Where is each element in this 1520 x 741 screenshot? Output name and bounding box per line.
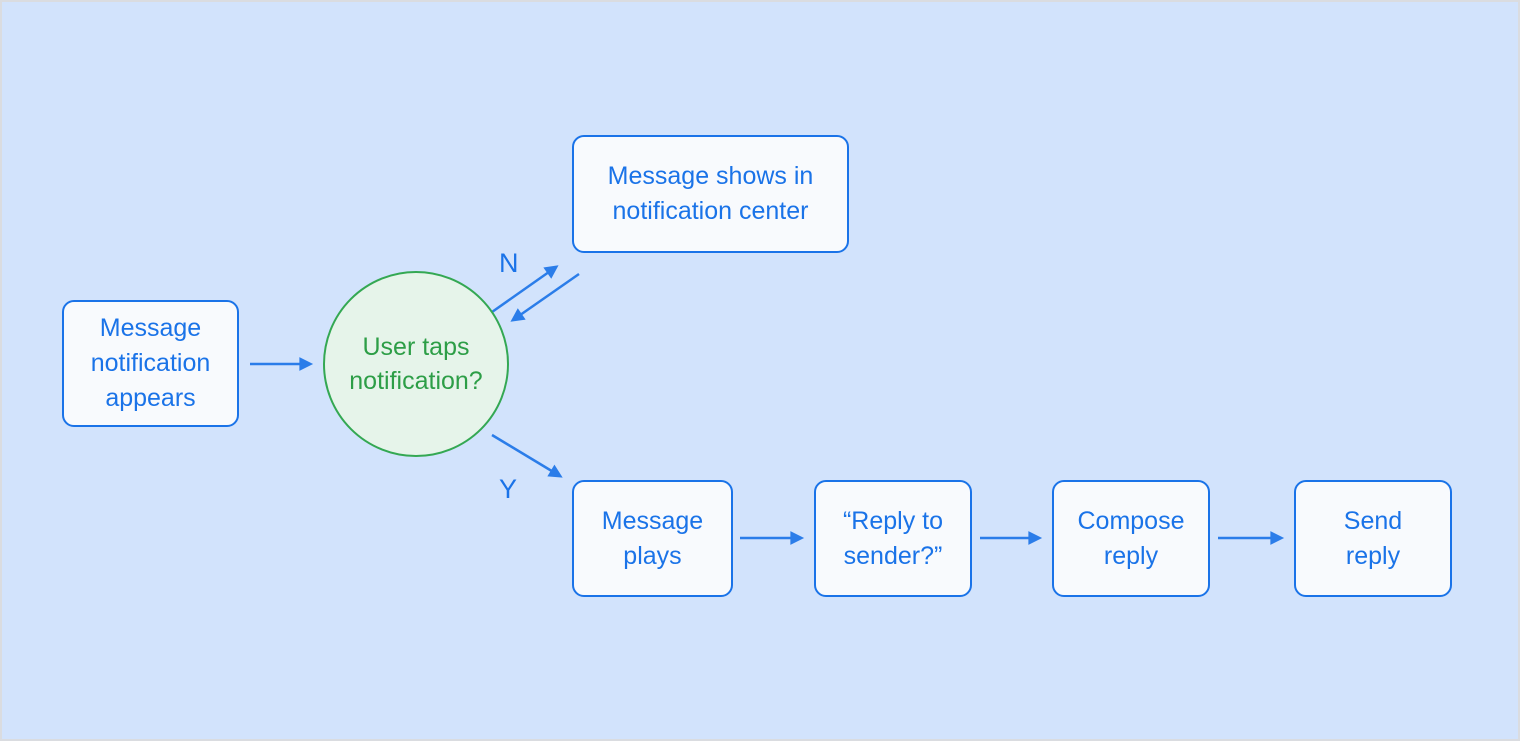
branch-label-no: N [499, 248, 519, 278]
branch-label-yes: Y [499, 474, 518, 504]
edge-no-outcome-to-decision [510, 272, 580, 322]
node-message-plays: Message plays [572, 480, 733, 597]
node-message-notification-appears: Message notification appears [62, 300, 239, 427]
node-compose-reply: Compose reply [1052, 480, 1210, 597]
node-send-reply: Send reply [1294, 480, 1452, 597]
node-reply-to-sender-prompt: “Reply to sender?” [814, 480, 972, 597]
node-user-taps-notification-decision: User taps notification? [323, 271, 509, 457]
node-message-shows-in-notification-center: Message shows in notification center [572, 135, 849, 253]
edge-decision-to-message-plays [491, 433, 563, 478]
